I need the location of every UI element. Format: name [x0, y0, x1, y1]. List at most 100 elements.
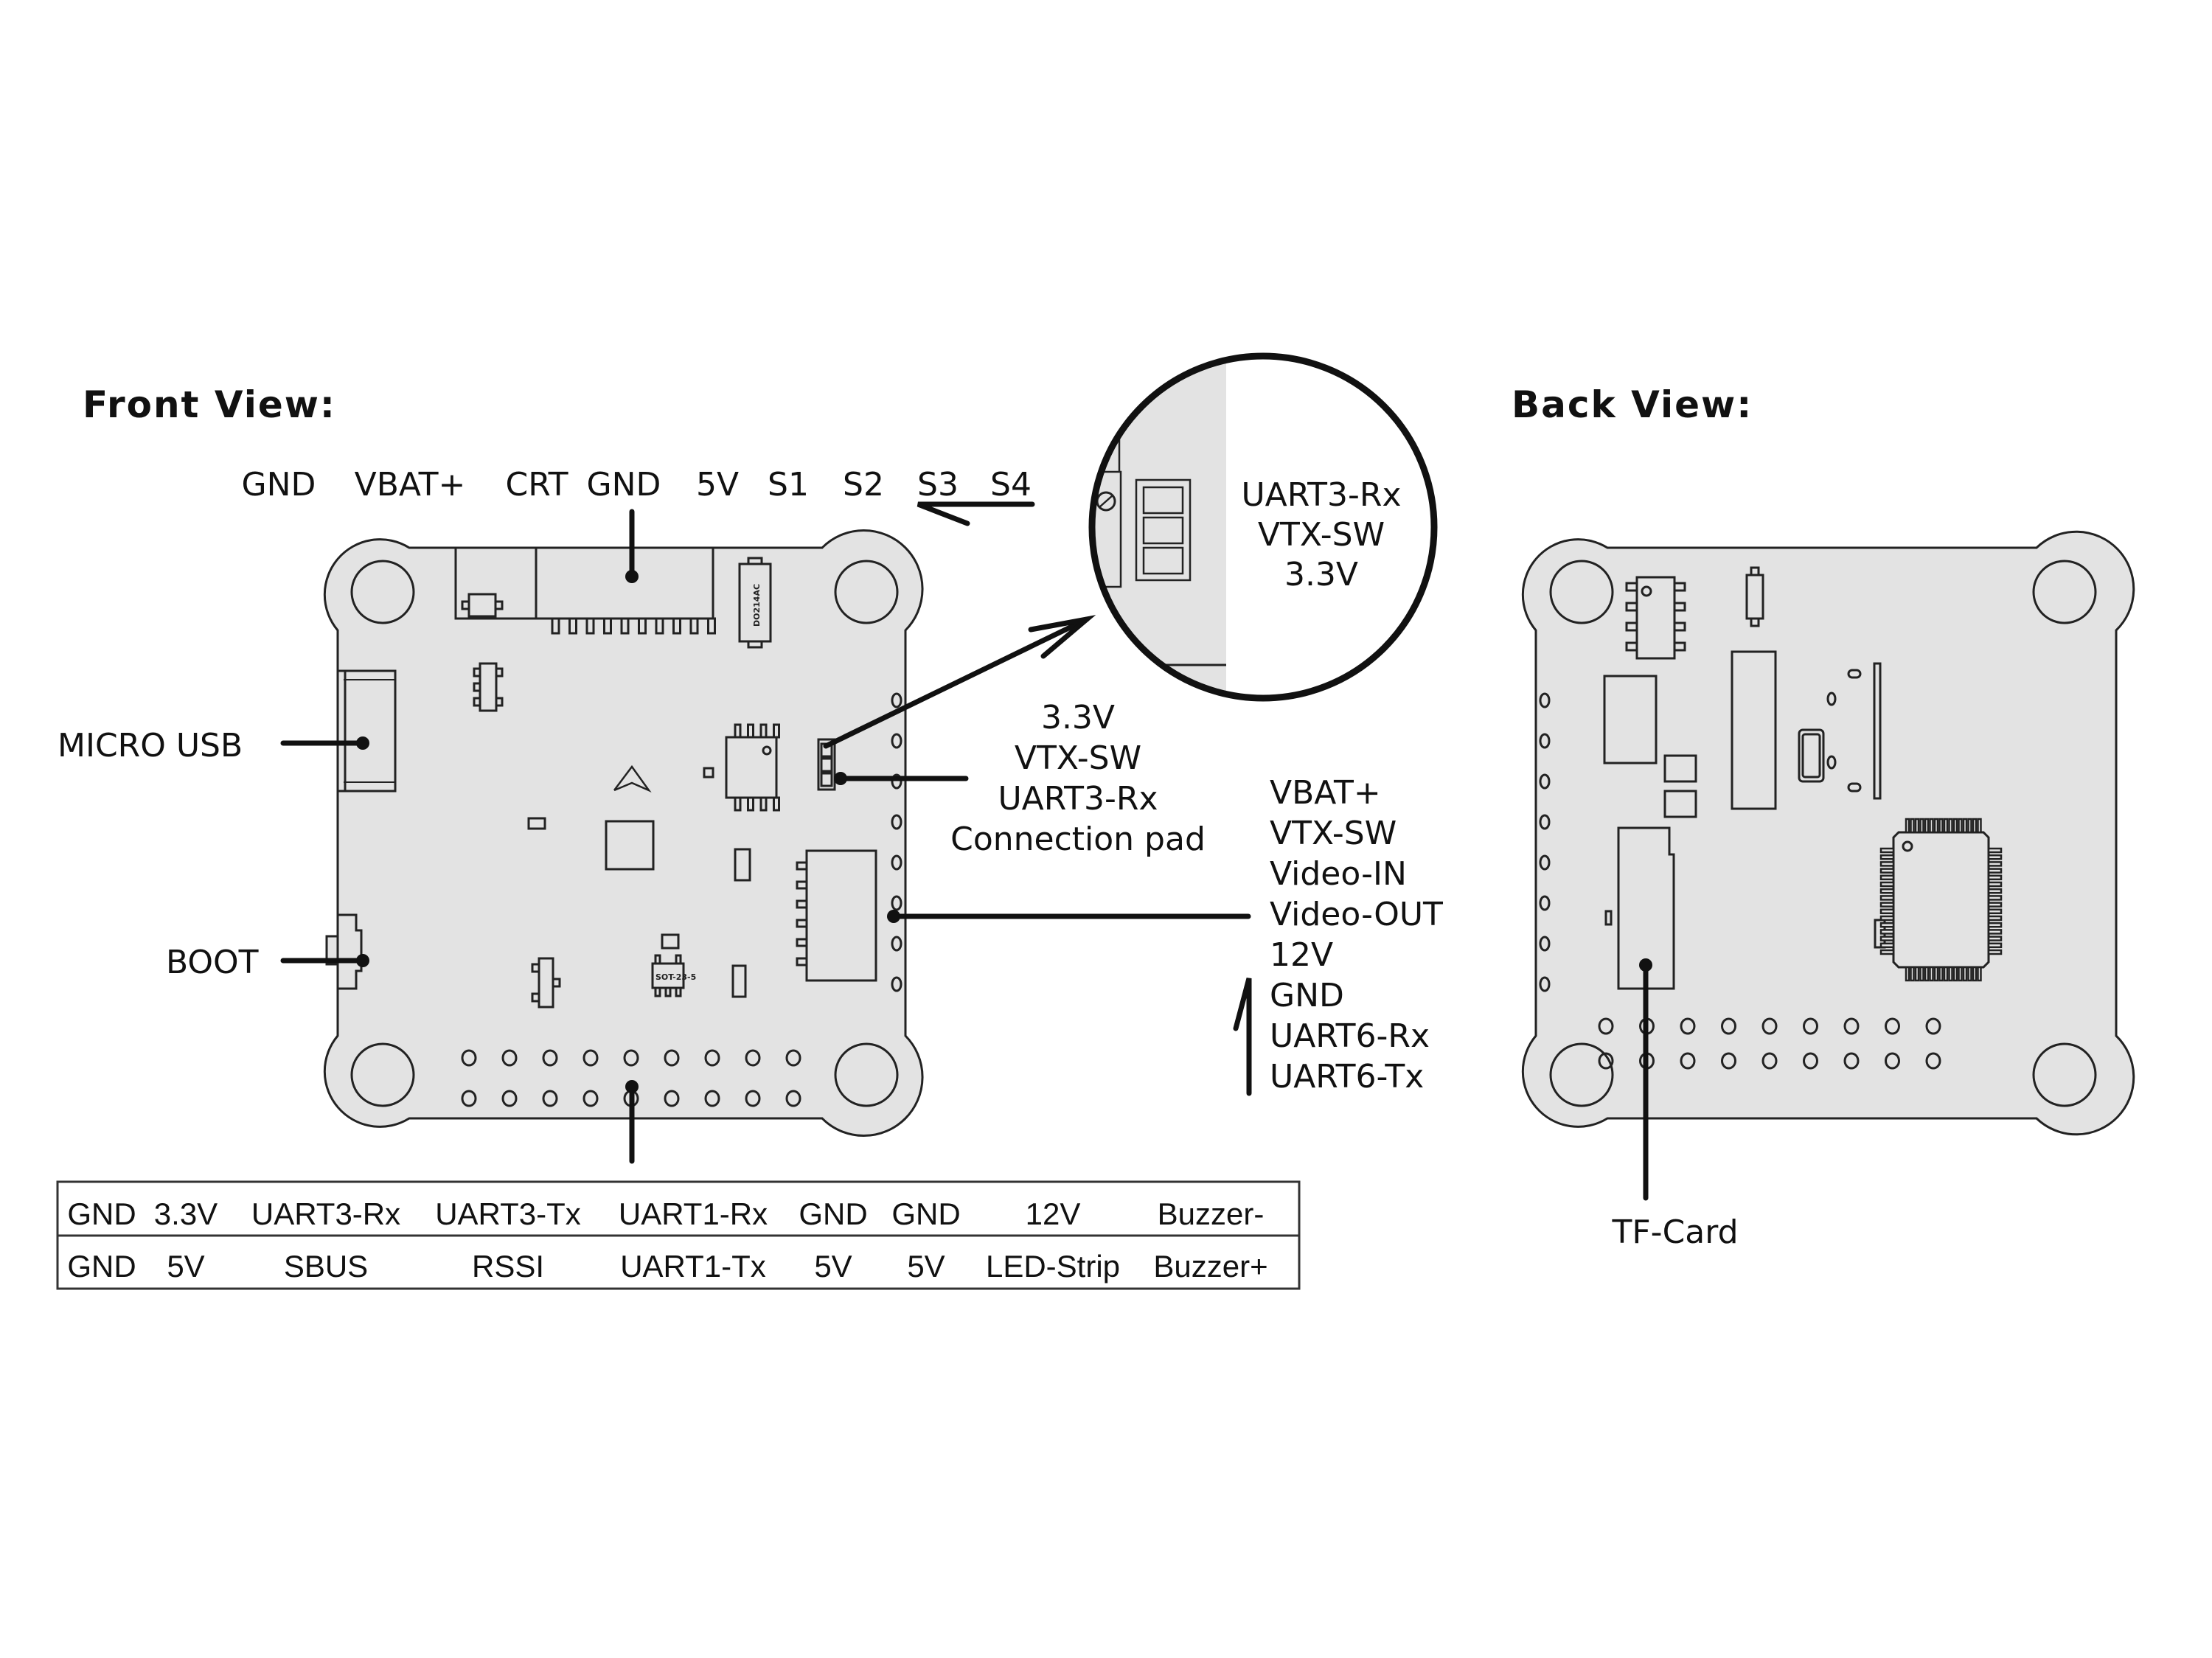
pad-hole[interactable] — [461, 1049, 477, 1067]
pad-hole[interactable] — [1539, 854, 1551, 871]
mcu-pin — [1987, 888, 2003, 894]
micro-usb-port[interactable] — [342, 669, 397, 793]
pad-hole[interactable] — [1721, 1017, 1736, 1035]
bottom-pad-holes — [1598, 1017, 1941, 1070]
pad-hole[interactable] — [1539, 936, 1551, 952]
mcu-pin — [1879, 895, 1895, 901]
pad-hole[interactable] — [542, 1049, 558, 1067]
mcu-pin — [1987, 847, 2003, 854]
pad-hole[interactable] — [1680, 1052, 1696, 1070]
pad-hole[interactable] — [785, 1049, 801, 1067]
pad-hole[interactable] — [891, 976, 902, 992]
diode-pad — [494, 600, 504, 610]
ic-pin — [1673, 621, 1686, 632]
pad-hole[interactable] — [1598, 1017, 1614, 1035]
diode-lead — [747, 557, 763, 565]
magnifier-label: UART3-Rx — [1241, 476, 1401, 514]
pad-hole[interactable] — [1761, 1017, 1778, 1035]
pad-hole[interactable] — [1680, 1017, 1696, 1035]
mounting-hole — [350, 560, 415, 624]
pad-uart3-rx[interactable] — [820, 772, 833, 787]
mcu-pin — [1977, 966, 1982, 982]
pad-hole[interactable] — [1885, 1052, 1900, 1070]
pad-hole[interactable] — [1843, 1052, 1860, 1070]
pad-hole[interactable] — [891, 692, 902, 708]
pad-hole[interactable] — [664, 1049, 680, 1067]
vtx-callout-line: VTX-SW — [1015, 739, 1141, 777]
pad-hole[interactable] — [745, 1090, 761, 1107]
mcu-pin — [1962, 818, 1968, 834]
pad-hole[interactable] — [1925, 1052, 1941, 1070]
pad-hole[interactable] — [542, 1090, 558, 1107]
pad-hole[interactable] — [1925, 1017, 1941, 1035]
pad-vtx-sw[interactable] — [820, 757, 833, 773]
mcu-pin — [1879, 854, 1895, 860]
pad-hole[interactable] — [501, 1090, 518, 1107]
pad-hole[interactable] — [582, 1049, 599, 1067]
ic-pin — [675, 954, 682, 965]
ic-pin — [747, 723, 754, 739]
osd-chip-pins — [734, 723, 780, 812]
flash-chip-pins — [1625, 582, 1686, 652]
connector-pin — [796, 957, 808, 966]
small-resistor — [1604, 910, 1613, 926]
ic-pin — [675, 986, 682, 997]
magnified-pad-vtx-sw — [1142, 516, 1184, 545]
pad-hole[interactable] — [664, 1090, 680, 1107]
pad-hole[interactable] — [1803, 1052, 1818, 1070]
pad-hole[interactable] — [1539, 976, 1551, 992]
capacitor — [731, 964, 747, 998]
magnifier-label: VTX-SW — [1258, 516, 1385, 554]
mcu-pin — [1977, 818, 1982, 834]
pad-hole[interactable] — [891, 814, 902, 830]
ic-pin — [473, 682, 481, 692]
mcu-pin — [1987, 868, 2003, 874]
table-cell: Buzzer- — [1158, 1197, 1265, 1231]
mcu-pin — [1972, 818, 1978, 834]
mcu-pin — [1933, 818, 1939, 834]
mcu-pin — [1919, 818, 1924, 834]
boot-button[interactable] — [336, 913, 363, 990]
connector-pins — [551, 617, 716, 635]
boot-button-actuator[interactable] — [325, 935, 339, 966]
pad-hole[interactable] — [582, 1090, 599, 1107]
pad-hole[interactable] — [891, 895, 902, 911]
pad-hole[interactable] — [785, 1090, 801, 1107]
ic-pin — [473, 667, 481, 678]
mcu-pin — [1987, 942, 2003, 949]
pad-hole[interactable] — [1598, 1052, 1614, 1070]
pad-hole[interactable] — [623, 1049, 639, 1067]
tf-card-slot[interactable] — [1617, 826, 1675, 990]
pad-hole[interactable] — [1539, 733, 1551, 749]
mcu-pin — [1919, 966, 1924, 982]
mcu-pin — [1987, 936, 2003, 941]
pad-hole[interactable] — [1803, 1017, 1818, 1035]
table-cell: 5V — [814, 1249, 852, 1283]
pad-hole[interactable] — [1721, 1052, 1736, 1070]
pad-hole[interactable] — [704, 1090, 720, 1107]
pad-hole[interactable] — [1843, 1017, 1860, 1035]
pad-hole[interactable] — [891, 773, 902, 790]
mcu-pin — [1929, 966, 1934, 982]
vtx-callout-line: UART3-Rx — [998, 780, 1158, 818]
pad-hole[interactable] — [461, 1090, 477, 1107]
pad-hole[interactable] — [501, 1049, 518, 1067]
top-pad-label: 5V — [696, 466, 739, 504]
regulator-marking: SOT-23-5 — [655, 972, 696, 982]
pad-hole[interactable] — [1539, 895, 1551, 911]
pad-hole[interactable] — [891, 936, 902, 952]
pad-hole[interactable] — [1539, 814, 1551, 830]
pad-hole[interactable] — [891, 733, 902, 749]
pad-hole[interactable] — [1539, 773, 1551, 790]
pad-hole[interactable] — [1885, 1017, 1900, 1035]
pad-hole[interactable] — [891, 854, 902, 871]
mcu-pin — [1952, 966, 1958, 982]
via — [1826, 692, 1837, 706]
pad-hole[interactable] — [1761, 1052, 1778, 1070]
pad-hole[interactable] — [1539, 692, 1551, 708]
pad-hole[interactable] — [704, 1049, 720, 1067]
pad-hole[interactable] — [745, 1049, 761, 1067]
